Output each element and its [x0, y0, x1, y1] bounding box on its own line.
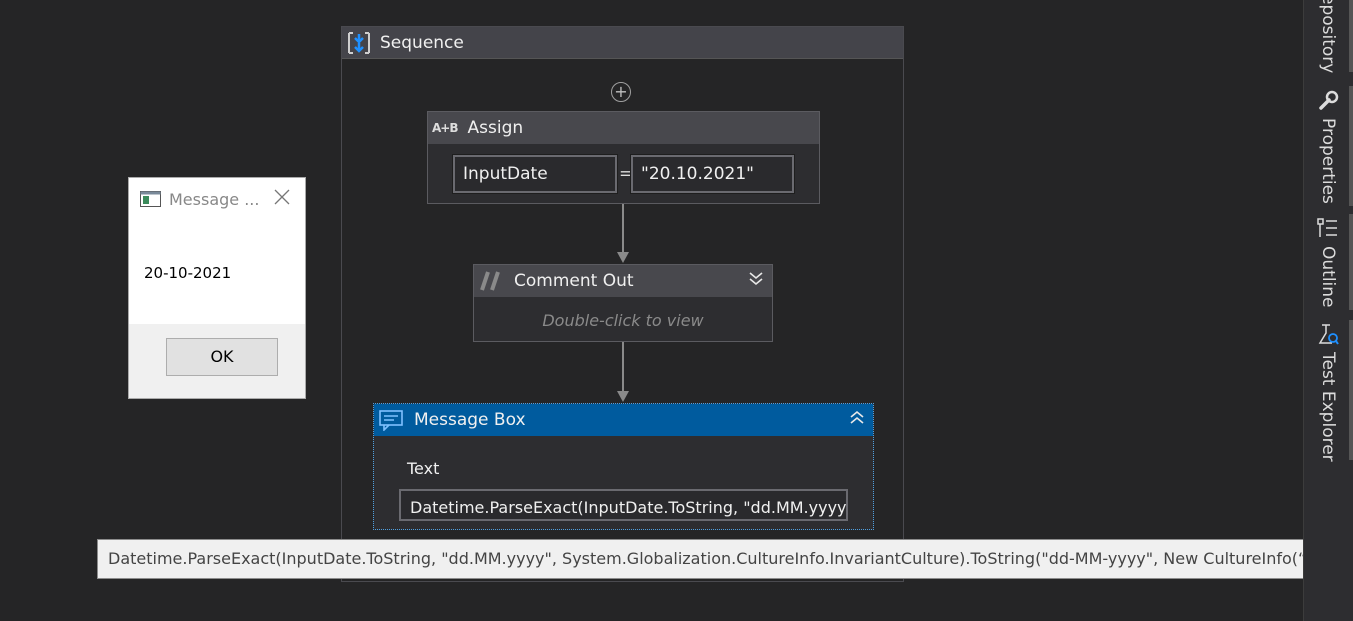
tab-indicator — [1349, 0, 1353, 72]
assign-activity[interactable]: A+B Assign InputDate = "20.10.2021" — [427, 111, 820, 204]
dialog-footer: OK — [129, 324, 305, 398]
tab-indicator — [1349, 320, 1353, 460]
assign-header[interactable]: A+B Assign — [428, 112, 819, 144]
comment-out-placeholder: Double-click to view — [542, 311, 704, 330]
tab-indicator — [1349, 86, 1353, 206]
side-tab-properties[interactable]: Properties — [1318, 118, 1338, 204]
right-side-panel: epository Properties Outline Test Explor… — [1303, 0, 1353, 621]
connector-arrow — [617, 252, 629, 263]
message-dialog[interactable]: Message ... 20-10-2021 OK — [128, 177, 306, 399]
expand-icon[interactable] — [748, 270, 764, 289]
sequence-title: Sequence — [380, 32, 464, 53]
message-box-header[interactable]: Message Box — [374, 404, 873, 436]
assign-to-field[interactable]: InputDate — [452, 154, 618, 194]
add-activity-icon[interactable]: + — [611, 82, 631, 102]
close-icon[interactable] — [273, 187, 291, 211]
assign-title: Assign — [467, 118, 524, 138]
connector-line — [622, 342, 624, 391]
dialog-title: Message ... — [169, 190, 260, 209]
side-tab-test-explorer[interactable]: Test Explorer — [1318, 352, 1338, 462]
ok-button[interactable]: OK — [166, 338, 278, 376]
test-explorer-icon — [1317, 323, 1339, 345]
window-icon — [140, 191, 161, 207]
dialog-message: 20-10-2021 — [144, 264, 232, 282]
assign-equals: = — [619, 164, 634, 184]
comment-out-header[interactable]: Comment Out — [474, 265, 772, 297]
outline-icon — [1317, 218, 1339, 240]
comment-out-activity[interactable]: Comment Out Double-click to view — [473, 264, 773, 342]
sequence-icon — [346, 30, 372, 56]
message-icon — [378, 409, 404, 432]
workflow-designer-canvas[interactable]: Sequence + A+B Assign InputDate = "20.10… — [0, 0, 1303, 621]
assign-value-field[interactable]: "20.10.2021" — [630, 154, 795, 194]
assign-icon: A+B — [432, 121, 458, 135]
connector-line — [622, 204, 624, 252]
text-property-label: Text — [407, 459, 440, 478]
tab-indicator — [1349, 214, 1353, 310]
text-property-field[interactable]: Datetime.ParseExact(InputDate.ToString, … — [399, 489, 848, 521]
side-tab-repository[interactable]: epository — [1318, 0, 1338, 74]
collapse-icon[interactable] — [849, 409, 865, 428]
side-tab-outline[interactable]: Outline — [1318, 246, 1338, 308]
comment-out-title: Comment Out — [514, 271, 634, 291]
sequence-header[interactable]: Sequence — [342, 27, 903, 59]
wrench-icon — [1317, 90, 1339, 112]
message-box-title: Message Box — [414, 410, 526, 430]
expression-tooltip: Datetime.ParseExact(InputDate.ToString, … — [97, 539, 1350, 579]
connector-arrow — [617, 391, 629, 402]
message-box-activity[interactable]: Message Box Text Datetime.ParseExact(Inp… — [373, 403, 874, 530]
comment-icon — [478, 270, 504, 292]
